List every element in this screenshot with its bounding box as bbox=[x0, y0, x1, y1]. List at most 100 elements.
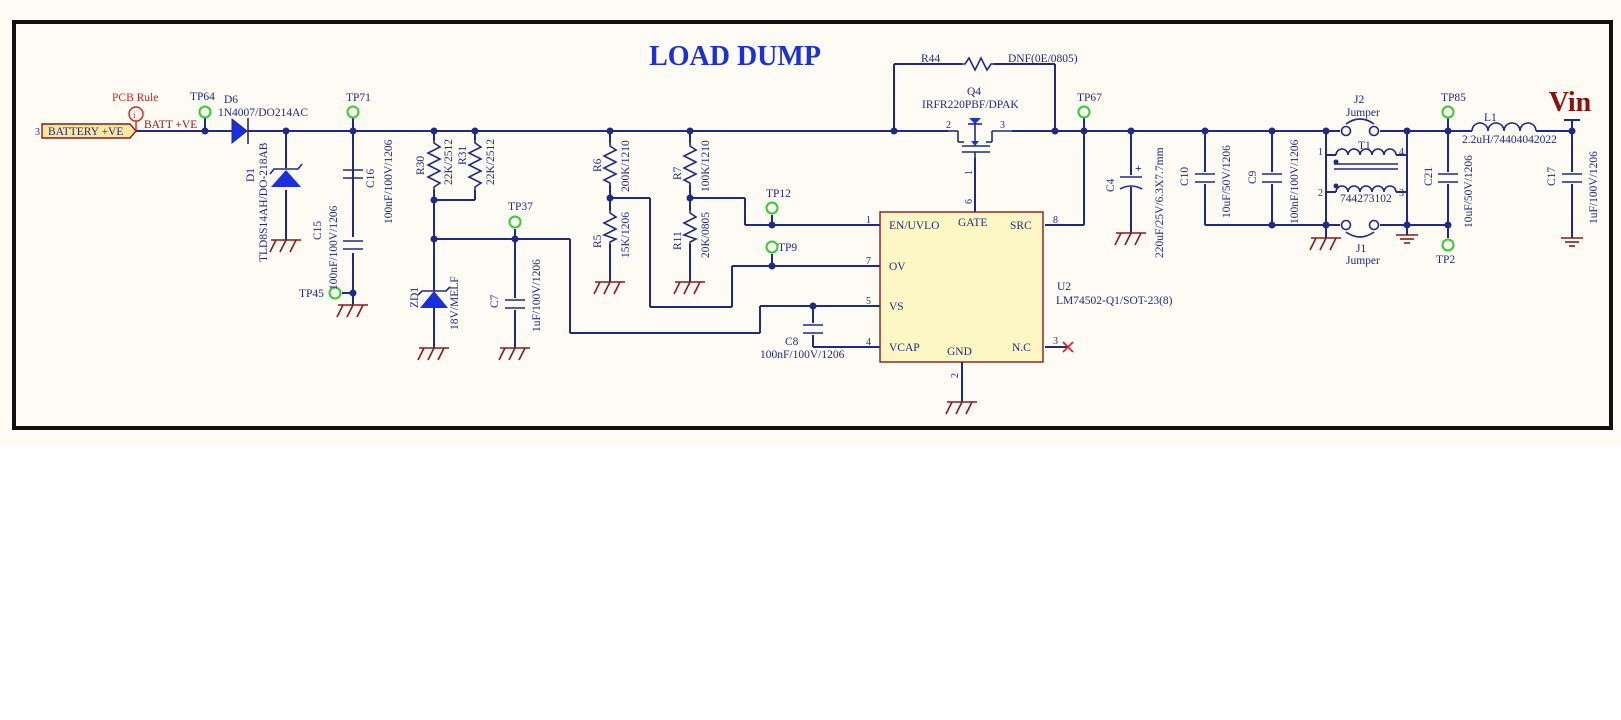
transformer-t1[interactable]: T1 744273102 1 4 2 3 bbox=[1318, 140, 1404, 205]
svg-text:10uF/50V/1206: 10uF/50V/1206 bbox=[1463, 155, 1475, 228]
svg-text:C15: C15 bbox=[312, 221, 324, 240]
capacitor-c10[interactable]: C10 10uF/50V/1206 bbox=[1179, 145, 1233, 218]
ground-icon bbox=[269, 239, 302, 253]
ground-icon bbox=[1114, 232, 1147, 246]
svg-text:Jumper: Jumper bbox=[1346, 107, 1380, 119]
resistor-r6[interactable]: R6 200K/1210 bbox=[592, 140, 632, 192]
svg-text:EN/UVLO: EN/UVLO bbox=[889, 220, 939, 232]
resistor-r7[interactable]: R7 100K/1210 bbox=[672, 140, 712, 192]
svg-text:C21: C21 bbox=[1423, 167, 1435, 186]
testpoint-tp71[interactable]: TP71 bbox=[346, 92, 371, 119]
resistor-r44[interactable]: R44 DNF(0E/0805) bbox=[921, 53, 1078, 72]
svg-text:Q4: Q4 bbox=[967, 86, 981, 98]
svg-text:2: 2 bbox=[1318, 188, 1323, 199]
capacitor-c17[interactable]: C17 1uF/100V/1206 bbox=[1546, 151, 1600, 224]
svg-text:100nF/100V/1206: 100nF/100V/1206 bbox=[760, 349, 845, 361]
svg-text:SRC: SRC bbox=[1010, 220, 1032, 232]
ground-icon bbox=[673, 281, 706, 295]
svg-text:GATE: GATE bbox=[958, 217, 987, 229]
svg-text:100nF/100V/1206: 100nF/100V/1206 bbox=[383, 139, 395, 224]
testpoint-tp2[interactable]: TP2 bbox=[1436, 238, 1455, 267]
svg-text:TP64: TP64 bbox=[190, 91, 215, 103]
svg-text:D6: D6 bbox=[224, 94, 238, 106]
svg-text:R5: R5 bbox=[592, 234, 604, 248]
testpoint-tp37[interactable]: TP37 bbox=[508, 201, 533, 229]
svg-text:8: 8 bbox=[1053, 215, 1058, 226]
svg-text:J1: J1 bbox=[1356, 243, 1366, 255]
testpoint-tp67[interactable]: TP67 bbox=[1077, 92, 1102, 119]
testpoint-tp12[interactable]: TP12 bbox=[765, 188, 791, 215]
zener-diode-zd1[interactable]: ZD1 18V/MELF bbox=[409, 276, 461, 330]
svg-text:ZD1: ZD1 bbox=[409, 287, 421, 308]
pcb-rule-icon bbox=[128, 106, 144, 122]
svg-text:2: 2 bbox=[946, 120, 951, 131]
svg-text:22K/2512: 22K/2512 bbox=[443, 139, 455, 185]
jumper-j1[interactable]: J1 Jumper bbox=[1340, 219, 1381, 268]
capacitor-c4[interactable]: + C4 220uF/25V/6.3X7.7mm bbox=[1105, 147, 1166, 258]
capacitor-c16[interactable]: C16 100nF/100V/1206 bbox=[343, 139, 395, 224]
schematic-title: LOAD DUMP bbox=[649, 41, 821, 72]
svg-text:2: 2 bbox=[950, 373, 961, 378]
vin-label: Vin bbox=[1549, 87, 1592, 118]
svg-text:4: 4 bbox=[1399, 147, 1404, 158]
svg-text:744273102: 744273102 bbox=[1340, 193, 1392, 205]
svg-text:1: 1 bbox=[1318, 147, 1323, 158]
testpoint-tp9[interactable]: TP9 bbox=[765, 240, 798, 255]
resistor-r31[interactable]: R31 22K/2512 bbox=[457, 139, 497, 190]
battery-port[interactable]: BATTERY +VE bbox=[41, 123, 137, 139]
tvs-diode-d1[interactable]: D1 TLD8S14AH/DO-218AB bbox=[245, 142, 303, 262]
svg-text:3: 3 bbox=[1399, 188, 1404, 199]
testpoint-tp45[interactable]: TP45 bbox=[299, 286, 342, 301]
svg-text:5: 5 bbox=[866, 296, 871, 307]
svg-text:10uF/50V/1206: 10uF/50V/1206 bbox=[1221, 145, 1233, 218]
net-label-batt: BATT +VE bbox=[144, 119, 197, 131]
resistor-r11[interactable]: R11 20K/0805 bbox=[672, 210, 712, 258]
ground-icon bbox=[1309, 237, 1342, 251]
capacitor-c8[interactable]: C8 100nF/100V/1206 bbox=[760, 324, 845, 361]
svg-text:C17: C17 bbox=[1546, 167, 1558, 186]
svg-text:200K/1210: 200K/1210 bbox=[620, 140, 632, 192]
svg-text:18V/MELF: 18V/MELF bbox=[449, 276, 461, 330]
svg-text:U2: U2 bbox=[1057, 281, 1071, 293]
svg-text:TP2: TP2 bbox=[1436, 254, 1455, 266]
svg-text:3: 3 bbox=[1053, 336, 1058, 347]
capacitor-c9[interactable]: C9 100nF/100V/1206 bbox=[1247, 139, 1301, 224]
svg-text:C10: C10 bbox=[1179, 167, 1191, 186]
ground-icon bbox=[945, 401, 978, 415]
capacitor-c7[interactable]: C7 1uF/100V/1206 bbox=[489, 259, 543, 332]
ground-icon bbox=[336, 304, 369, 318]
svg-text:N.C: N.C bbox=[1012, 342, 1031, 354]
svg-text:1uF/100V/1206: 1uF/100V/1206 bbox=[531, 259, 543, 332]
ic-u2[interactable]: EN/UVLO OV VS VCAP GATE SRC N.C GND 1 7 … bbox=[866, 199, 1173, 378]
svg-text:1: 1 bbox=[866, 215, 871, 226]
svg-text:C16: C16 bbox=[365, 169, 377, 188]
svg-text:IRFR220PBF/DPAK: IRFR220PBF/DPAK bbox=[922, 99, 1019, 111]
diode-d6[interactable]: D6 1N4007/DO214AC bbox=[218, 94, 308, 145]
resistor-r5[interactable]: R5 15K/1206 bbox=[592, 210, 632, 258]
svg-text:22K/2512: 22K/2512 bbox=[485, 139, 497, 185]
testpoint-tp64[interactable]: TP64 bbox=[190, 91, 215, 119]
battery-port-label: BATTERY +VE bbox=[48, 126, 123, 138]
svg-text:TP85: TP85 bbox=[1441, 92, 1466, 104]
capacitor-c21[interactable]: C21 10uF/50V/1206 bbox=[1423, 155, 1475, 228]
svg-text:D1: D1 bbox=[245, 168, 257, 182]
svg-text:L1: L1 bbox=[1484, 112, 1497, 124]
svg-text:1: 1 bbox=[964, 170, 975, 175]
svg-text:Jumper: Jumper bbox=[1346, 255, 1380, 267]
svg-text:TP67: TP67 bbox=[1077, 92, 1102, 104]
earth-icon bbox=[1395, 234, 1419, 244]
jumper-j2[interactable]: J2 Jumper bbox=[1340, 94, 1381, 137]
capacitor-c15[interactable]: C15 100nF/100V/1206 bbox=[312, 205, 363, 290]
nc-marker-icon bbox=[1062, 341, 1074, 353]
svg-text:VCAP: VCAP bbox=[889, 342, 920, 354]
svg-text:TP9: TP9 bbox=[778, 242, 797, 254]
testpoint-tp85[interactable]: TP85 bbox=[1441, 92, 1466, 119]
svg-text:100K/1210: 100K/1210 bbox=[700, 140, 712, 192]
resistor-r30[interactable]: R30 22K/2512 bbox=[415, 139, 455, 190]
svg-text:220uF/25V/6.3X7.7mm: 220uF/25V/6.3X7.7mm bbox=[1154, 147, 1166, 258]
junction-dots bbox=[201, 127, 1576, 310]
svg-text:TLD8S14AH/DO-218AB: TLD8S14AH/DO-218AB bbox=[258, 142, 270, 262]
inductor-l1[interactable]: L1 2.2uH/74404042022 bbox=[1462, 112, 1557, 146]
ground-icon bbox=[417, 347, 450, 361]
mosfet-q4[interactable]: Q4 IRFR220PBF/DPAK 2 3 1 bbox=[922, 86, 1019, 175]
